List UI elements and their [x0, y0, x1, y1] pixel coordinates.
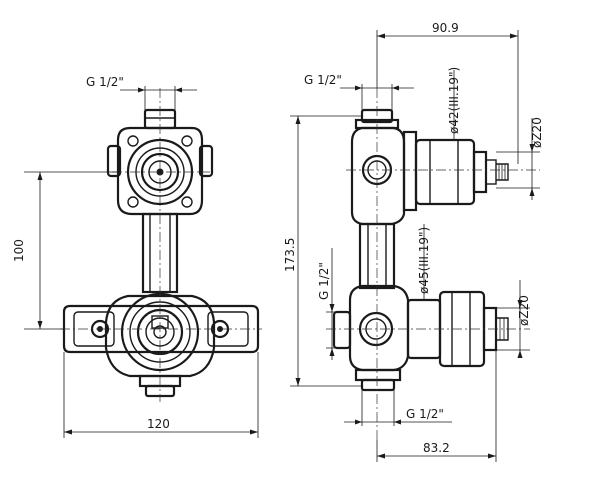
front-thread-label: G 1/2"	[86, 75, 124, 89]
side-lower-dia-small-label: øZ20	[517, 295, 531, 326]
side-lower-dia-large-label: ø45(III.19")	[417, 227, 431, 294]
side-bottom-thread-label: G 1/2"	[406, 407, 444, 421]
front-view	[60, 88, 262, 402]
side-top-thread-label: G 1/2"	[304, 73, 342, 87]
front-dimensions: G 1/2" 100 120	[12, 75, 259, 438]
front-height-label: 100	[12, 239, 26, 262]
side-mid-thread-label: G 1/2"	[317, 262, 331, 300]
side-bottom-width-label: 83.2	[423, 441, 450, 455]
side-upper-dia-large-label: ø42(III.19")	[447, 67, 461, 134]
front-width-label: 120	[147, 417, 170, 431]
side-view	[326, 88, 540, 440]
side-upper-dia-small-label: øZ20	[530, 117, 544, 148]
side-top-width-label: 90.9	[432, 21, 459, 35]
side-dimensions: 90.9 G 1/2" ø42(III.19") øZ20 173.5 G 1/…	[283, 21, 544, 462]
side-height-label: 173.5	[283, 238, 297, 272]
